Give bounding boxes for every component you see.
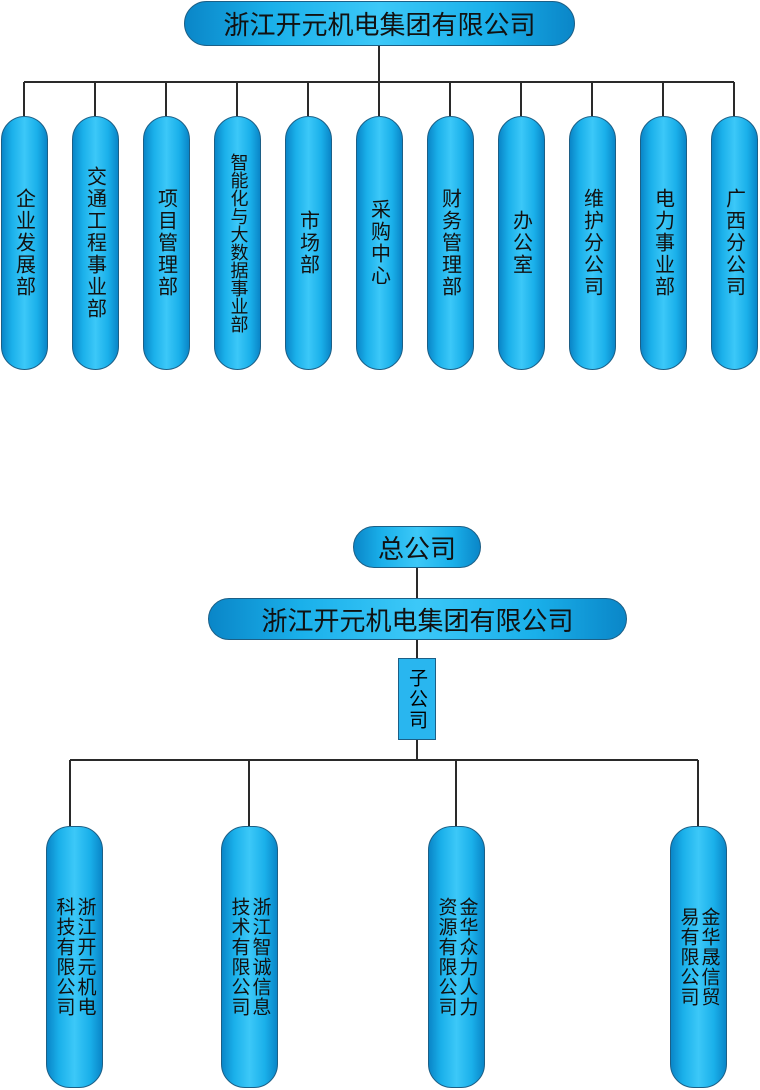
department-label: 办公室	[509, 210, 534, 276]
department-node: 广西分公司	[711, 116, 758, 370]
subsidiary-label: 浙江智诚信息技术有限公司	[228, 897, 272, 1017]
department-label: 市场部	[296, 210, 321, 276]
head-company-node: 总公司	[353, 526, 481, 568]
department-node: 维护分公司	[569, 116, 616, 370]
department-label: 维护分公司	[580, 188, 605, 298]
group-root-label: 浙江开元机电集团有限公司	[223, 11, 536, 41]
subsidiary-label: 浙江开元机电科技有限公司	[53, 897, 97, 1017]
subsidiary-label: 金华晟信贸易有限公司	[677, 907, 721, 1007]
department-node: 企业发展部	[1, 116, 48, 370]
department-label: 财务管理部	[438, 188, 463, 298]
department-node: 市场部	[285, 116, 332, 370]
department-node: 智能化与大数据事业部	[214, 116, 261, 370]
department-label: 项目管理部	[154, 188, 179, 298]
subsidiary-category-label: 子公司	[406, 667, 428, 731]
department-node: 电力事业部	[640, 116, 687, 370]
department-label: 智能化与大数据事业部	[227, 153, 249, 333]
department-node: 采购中心	[356, 116, 403, 370]
subsidiary-node: 浙江开元机电科技有限公司	[46, 826, 103, 1088]
department-node: 财务管理部	[427, 116, 474, 370]
subsidiary-node: 浙江智诚信息技术有限公司	[221, 826, 278, 1088]
head-company-label: 总公司	[377, 534, 456, 565]
department-label: 交通工程事业部	[83, 166, 108, 320]
department-label: 企业发展部	[12, 188, 37, 298]
department-node: 办公室	[498, 116, 545, 370]
group-company-label: 浙江开元机电集团有限公司	[261, 606, 574, 637]
department-label: 电力事业部	[651, 188, 676, 298]
subsidiary-category-box: 子公司	[398, 658, 436, 740]
subsidiary-node: 金华晟信贸易有限公司	[670, 826, 727, 1088]
subsidiary-label: 金华众力人力资源有限公司	[435, 897, 479, 1017]
group-root-node: 浙江开元机电集团有限公司	[184, 1, 575, 46]
department-node: 项目管理部	[143, 116, 190, 370]
group-company-node: 浙江开元机电集团有限公司	[208, 598, 627, 640]
subsidiary-node: 金华众力人力资源有限公司	[428, 826, 485, 1088]
department-label: 广西分公司	[722, 188, 747, 298]
department-label: 采购中心	[367, 199, 392, 287]
department-node: 交通工程事业部	[72, 116, 119, 370]
